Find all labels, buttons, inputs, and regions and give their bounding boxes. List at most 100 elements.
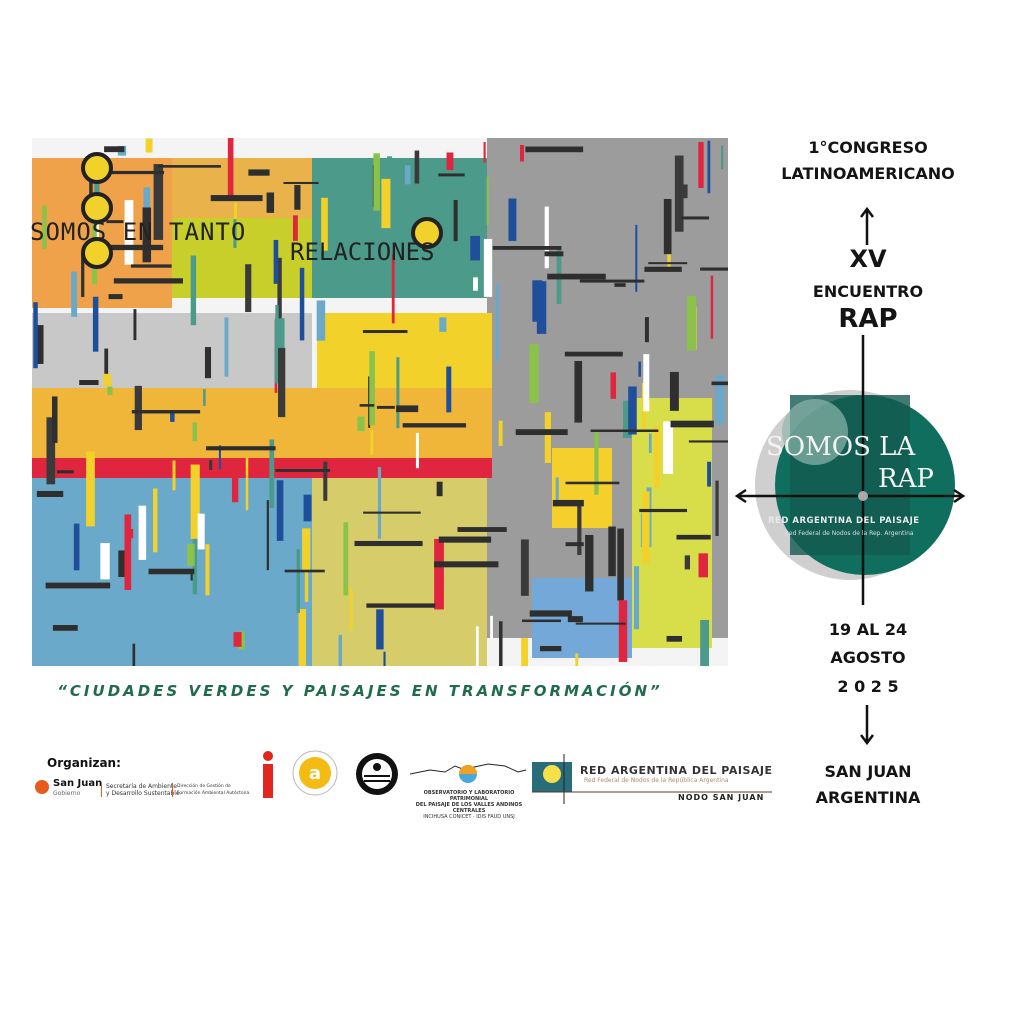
- art-stroke: [275, 469, 331, 472]
- art-stroke: [404, 165, 411, 185]
- direccion-line-1: Dirección de Gestión de: [177, 784, 231, 789]
- art-stroke: [368, 376, 371, 428]
- art-stroke: [436, 481, 443, 497]
- badge-org: RED ARGENTINA DEL PAISAJE: [768, 516, 920, 526]
- art-stroke: [245, 264, 252, 313]
- art-stroke: [434, 538, 444, 610]
- art-stroke: [377, 466, 382, 539]
- institute-i-logo-icon: [263, 751, 273, 798]
- art-stroke: [486, 176, 489, 226]
- art-stroke: [130, 264, 172, 268]
- art-stroke: [381, 178, 391, 229]
- art-stroke: [547, 273, 606, 280]
- art-stroke: [707, 140, 711, 194]
- art-stroke: [335, 177, 346, 225]
- art-stroke: [376, 609, 384, 650]
- art-stroke: [715, 375, 725, 425]
- art-stroke: [648, 262, 688, 265]
- art-stroke: [700, 619, 710, 666]
- art-stroke: [698, 142, 704, 188]
- art-stroke: [190, 464, 200, 539]
- art-stroke: [643, 354, 650, 412]
- art-stroke: [415, 432, 419, 469]
- art-stroke: [715, 480, 719, 536]
- art-stroke: [94, 162, 100, 219]
- art-stroke: [107, 244, 164, 251]
- art-stroke: [245, 458, 249, 511]
- art-stroke: [396, 357, 400, 429]
- art-stroke: [276, 480, 284, 541]
- art-stroke: [158, 574, 163, 632]
- art-stroke: [106, 220, 124, 224]
- art-stroke: [490, 615, 493, 639]
- art-stroke: [292, 215, 298, 241]
- art-stroke: [45, 582, 111, 589]
- rap-logo-title: RED ARGENTINA DEL PAISAJE: [580, 764, 773, 777]
- art-stroke: [46, 417, 56, 485]
- badge-title-1: SOMOS LA: [766, 432, 916, 462]
- art-stroke: [224, 317, 229, 377]
- art-stroke: [338, 634, 343, 666]
- art-stroke: [544, 412, 552, 463]
- art-stroke: [192, 422, 198, 442]
- art-stroke: [278, 347, 286, 418]
- art-stroke: [36, 325, 44, 364]
- art-stroke: [515, 429, 568, 436]
- art-stroke: [228, 544, 236, 558]
- art-stroke: [622, 400, 632, 438]
- art-stroke: [363, 511, 421, 514]
- art-stroke: [89, 173, 93, 203]
- art-stroke: [698, 553, 708, 578]
- art-stroke: [495, 284, 499, 362]
- art-stroke: [266, 500, 269, 571]
- art-stroke: [103, 373, 112, 387]
- art-stroke: [64, 536, 71, 562]
- art-stroke: [231, 460, 239, 503]
- art-stroke: [544, 206, 549, 269]
- art-stroke: [124, 514, 132, 590]
- artwork-title-2: RELACIONES: [290, 238, 435, 266]
- secretaria-line-1: Secretaría de Ambiente: [106, 783, 177, 790]
- art-stroke: [700, 267, 728, 271]
- art-stroke: [100, 543, 110, 580]
- art-stroke: [134, 385, 142, 431]
- art-stroke: [143, 187, 151, 219]
- art-stroke: [565, 481, 620, 485]
- art-stroke: [321, 197, 328, 251]
- faud-logo-icon: a: [292, 750, 338, 796]
- art-stroke: [33, 302, 38, 369]
- art-stroke: [610, 372, 617, 399]
- art-stroke: [567, 616, 583, 623]
- art-stroke: [118, 550, 128, 577]
- san-juan-label: San Juan: [53, 778, 103, 789]
- art-stroke: [498, 420, 503, 446]
- art-stroke: [438, 536, 492, 543]
- art-stroke: [248, 169, 270, 176]
- art-stroke: [590, 429, 659, 433]
- art-stroke: [192, 522, 198, 595]
- san-juan-logo-icon: [35, 780, 49, 794]
- art-stroke: [475, 626, 479, 666]
- art-stroke: [145, 138, 153, 153]
- art-stroke: [663, 198, 672, 255]
- art-stroke: [682, 184, 688, 199]
- art-stroke: [269, 439, 275, 508]
- art-stroke: [564, 351, 623, 357]
- art-stroke: [273, 239, 279, 284]
- art-stroke: [575, 653, 579, 666]
- art-stroke: [710, 275, 714, 339]
- art-stroke: [81, 253, 85, 298]
- artwork-title: SOMOS EN TANTO: [30, 218, 247, 246]
- art-stroke: [366, 603, 436, 608]
- art-stroke: [608, 526, 616, 577]
- city: SAN JUAN: [824, 762, 912, 781]
- art-stroke: [104, 146, 125, 153]
- art-stroke: [711, 381, 728, 386]
- art-stroke: [131, 410, 201, 414]
- art-stroke: [453, 199, 458, 242]
- art-stroke: [370, 429, 374, 455]
- rap-logo-node: NODO SAN JUAN: [678, 793, 765, 802]
- art-stroke: [635, 224, 638, 292]
- art-stroke: [359, 404, 375, 407]
- rap-node-logo-icon: [532, 754, 772, 804]
